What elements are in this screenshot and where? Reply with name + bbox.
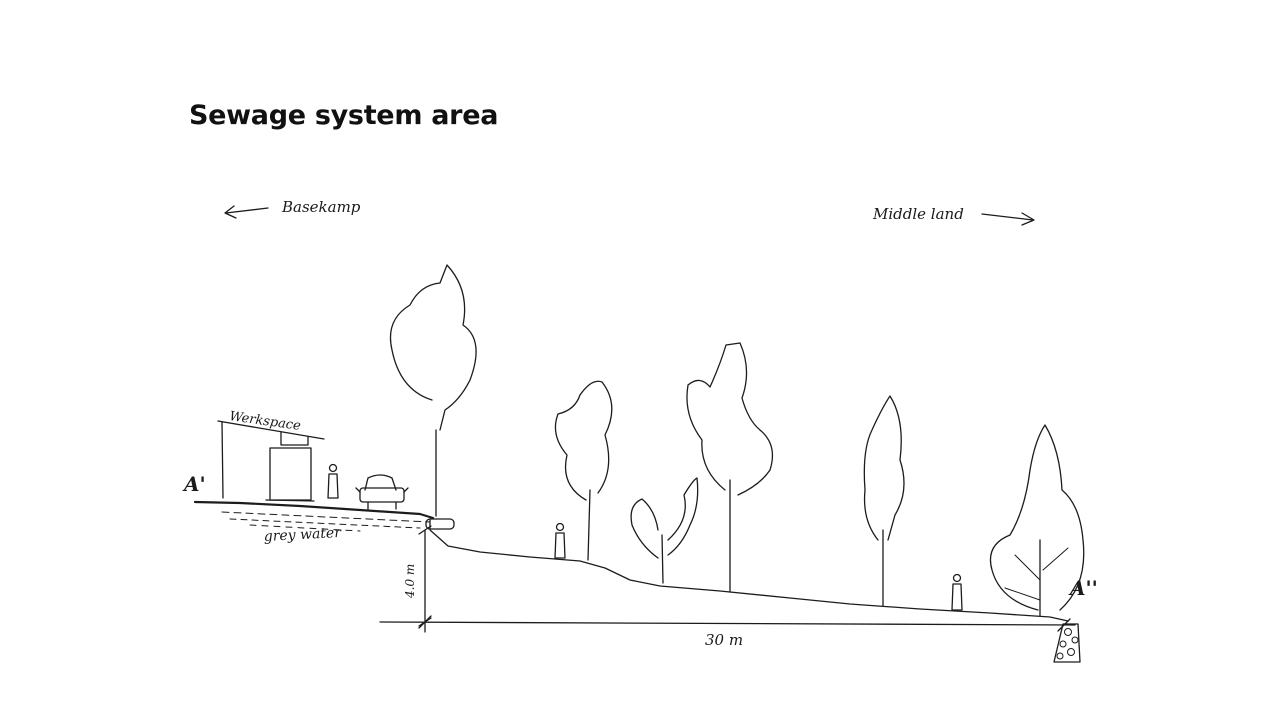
upper-ground-line xyxy=(193,500,435,520)
grey-water-label: grey water xyxy=(263,525,342,545)
section-mark-end: A'' xyxy=(1068,576,1098,600)
tree-4 xyxy=(686,342,774,593)
height-label: 4.0 m xyxy=(403,564,417,599)
page-title: Sewage system area xyxy=(189,100,499,131)
section-mark-start: A' xyxy=(182,472,206,496)
height-dimension xyxy=(418,525,432,633)
person-figure-3 xyxy=(951,573,963,611)
terrain-slope xyxy=(429,529,1069,622)
tree-5 xyxy=(863,395,905,607)
stone-wall xyxy=(1053,623,1081,663)
person-figure-1 xyxy=(327,463,339,499)
tree-6-shrub xyxy=(989,424,1085,617)
direction-label-basekamp: Basekamp xyxy=(281,198,361,216)
grey-water-layer xyxy=(221,511,431,532)
direction-label-middle-land: Middle land xyxy=(872,205,964,223)
arrow-left-icon xyxy=(224,205,269,219)
arrow-right-icon xyxy=(981,212,1035,226)
pipe-outlet xyxy=(425,518,455,530)
person-figure-2 xyxy=(554,522,566,559)
tree-3 xyxy=(630,477,699,584)
tree-2 xyxy=(554,380,613,561)
length-label: 30 m xyxy=(705,631,743,649)
building-label: Werkspace xyxy=(228,409,301,434)
length-dimension xyxy=(379,615,1076,632)
werkspace-building xyxy=(217,420,325,502)
tree-1 xyxy=(389,264,477,517)
car-icon xyxy=(355,474,409,510)
